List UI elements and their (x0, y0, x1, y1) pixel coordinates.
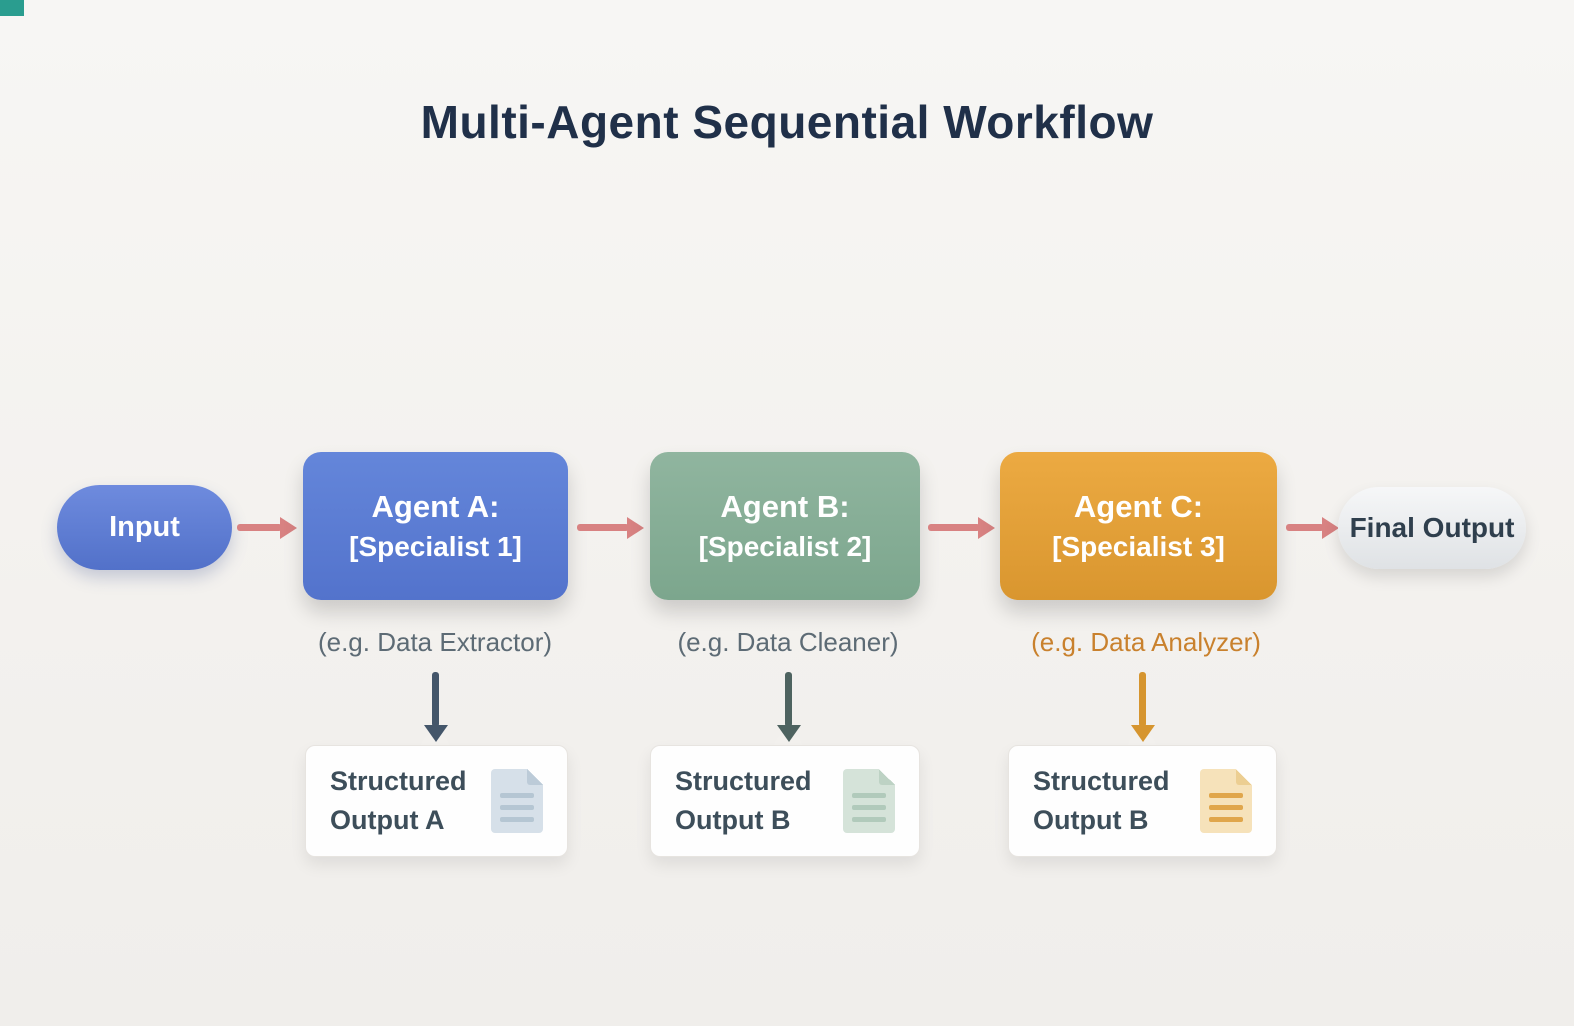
agent-c-name: Agent C: (1073, 489, 1204, 524)
flow-arrow-agent-b-to-agent-c (928, 516, 995, 539)
document-icon-fold (527, 769, 543, 785)
structured-output-a-label: Structured Output A (330, 762, 467, 840)
output-c-line2: Output B (1033, 805, 1149, 835)
agent-a-name: Agent A: (371, 489, 500, 524)
document-icon-fold (1236, 769, 1252, 785)
agent-a-caption: (e.g. Data Extractor) (317, 627, 553, 657)
agent-b-name: Agent B: (720, 489, 850, 524)
final-output-node: Final Output (1338, 487, 1526, 569)
document-icon-fold (879, 769, 895, 785)
output-a-line1: Structured (330, 765, 467, 796)
document-icon (491, 769, 543, 833)
agent-a-specialist: [Specialist 1] (349, 531, 522, 562)
flow-arrow-agent-c-to-final (1286, 516, 1339, 539)
down-arrow-agent-a-to-output (423, 672, 448, 742)
output-b-line1: Structured (675, 765, 812, 796)
agent-a-node: Agent A: [Specialist 1] (303, 452, 568, 600)
document-icon (1200, 769, 1252, 833)
document-icon (843, 769, 895, 833)
structured-output-card-b: Structured Output B (650, 745, 920, 857)
agent-b-node: Agent B: [Specialist 2] (650, 452, 920, 600)
structured-output-b-label: Structured Output B (675, 762, 812, 840)
agent-c-specialist: [Specialist 3] (1052, 531, 1225, 562)
down-arrow-agent-c-to-output (1130, 672, 1155, 742)
diagram-title: Multi-Agent Sequential Workflow (420, 96, 1154, 148)
input-node: Input (57, 485, 232, 570)
corner-accent-mark (0, 0, 24, 16)
flow-arrow-agent-a-to-agent-b (577, 516, 644, 539)
input-node-label: Input (109, 511, 180, 543)
flow-arrow-input-to-agent-a (237, 516, 297, 539)
structured-output-c-label: Structured Output B (1033, 762, 1170, 840)
agent-c-node: Agent C: [Specialist 3] (1000, 452, 1277, 600)
final-output-label: Final Output (1349, 512, 1515, 543)
agent-c-caption: (e.g. Data Analyzer) (1031, 627, 1261, 657)
output-c-line1: Structured (1033, 765, 1170, 796)
agent-b-caption: (e.g. Data Cleaner) (677, 627, 899, 657)
agent-b-specialist: [Specialist 2] (698, 531, 872, 562)
structured-output-card-a: Structured Output A (305, 745, 568, 857)
output-a-line2: Output A (330, 805, 445, 835)
down-arrow-agent-b-to-output (776, 672, 801, 742)
output-b-line2: Output B (675, 805, 791, 835)
structured-output-card-c: Structured Output B (1008, 745, 1277, 857)
